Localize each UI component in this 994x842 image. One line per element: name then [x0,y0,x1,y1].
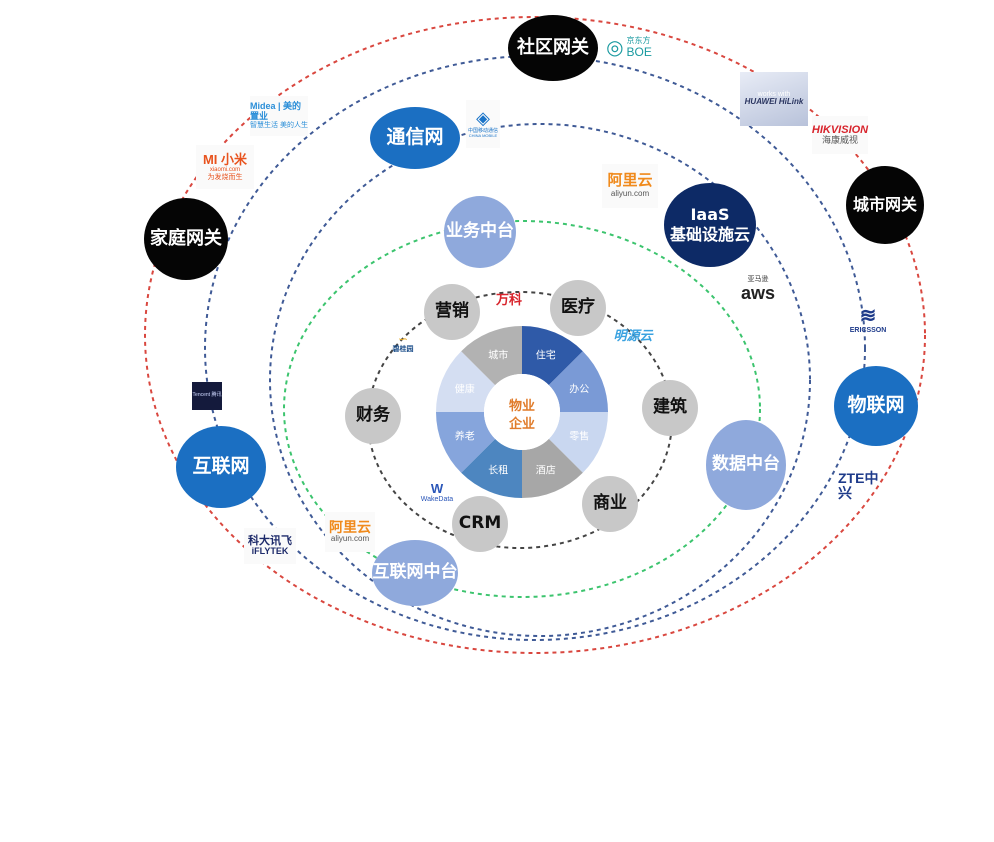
logo-vanke: 万科 [487,290,531,310]
aws-sub: 亚马逊 [747,276,769,284]
aws-main: aws [740,282,776,303]
logo-boe: ◎ 京东方 BOE [600,28,658,68]
zte-text: ZTE中兴 [838,469,879,501]
node-community-gateway[interactable]: 社区网关 [508,15,598,81]
logo-mingyuan-cloud: 明源云 [608,326,658,346]
node-construction[interactable]: 建筑 [642,380,698,436]
boe-text-group: 京东方 BOE [626,36,652,59]
logo-midea: Midea | 美的置业 智慧生活 美的人生 [250,96,308,136]
logo-aliyun-bottom: 阿里云 aliyun.com [325,512,375,552]
country-garden-mark-icon: ∽ [397,331,409,346]
aliyun-bottom-main: 阿里云 [329,518,371,535]
logo-zte: ZTE中兴 [838,470,888,501]
iflytek-en: iFLYTEK [251,546,289,557]
donut-segment-label: 办公 [569,382,589,395]
donut-segment-label: 住宅 [536,349,556,362]
xiaomi-main: MI 小米 [202,151,248,167]
aliyun-bottom-sub: aliyun.com [330,534,370,544]
hilink-sub: works with [757,90,791,98]
midea-sub: 智慧生活 美的人生 [250,122,308,130]
logo-wakedata: W WakeData [414,478,460,508]
infra-ring [269,123,811,637]
hikvision-cn: 海康威视 [821,135,858,146]
donut-segment-1 [548,351,608,412]
logo-country-garden: ∽ 碧桂园 [378,328,428,358]
node-medical[interactable]: 医疗 [550,280,606,336]
donut-segment-0 [522,326,583,386]
china-mobile-cn: 中国移动通信 [467,127,498,134]
logo-china-mobile: ◈ 中国移动通信 CHINA MOBILE [466,100,500,148]
donut-segment-4 [461,438,522,498]
xiaomi-slogan: 为发烧而生 [207,173,243,181]
hikvision-en: HIKVISION [811,124,869,136]
node-crm[interactable]: CRM [452,496,508,552]
node-business-platform[interactable]: 业务中台 [444,196,516,268]
node-city-gateway[interactable]: 城市网关 [846,166,924,244]
node-telecom-network[interactable]: 通信网 [370,107,460,169]
donut-segment-label: 长租 [488,463,508,476]
logo-huawei-hilink: works with HUAWEI HiLink [740,72,808,126]
iaas-sub-label: 基础设施云 [669,225,750,244]
xiaomi-url: xiaomi.com [209,167,241,173]
donut-segment-7 [461,326,522,386]
logo-mingyuan-text: 明源云 [613,327,653,343]
node-data-platform[interactable]: 数据中台 [706,420,786,510]
ericsson-mark-icon: ≋ [859,305,877,328]
donut-segment-6 [436,351,496,412]
boe-cn: 京东方 [626,36,651,45]
iflytek-cn: 科大讯飞 [248,535,292,547]
logo-vanke-text: 万科 [495,291,522,307]
wakedata-mark-icon: W [430,481,444,496]
ericsson-text: ERICSSON [849,327,887,335]
node-home-gateway[interactable]: 家庭网关 [144,198,228,280]
china-mobile-mark-icon: ◈ [476,108,490,129]
center-label-line1: 物业 [508,399,535,414]
china-mobile-en: CHINA MOBILE [468,133,498,139]
logo-ericsson: ≋ ERICSSON [849,296,887,344]
center-label-line2: 企业 [508,417,535,433]
hilink-main: HUAWEI HiLink [744,97,804,107]
logo-hikvision: HIKVISION 海康威视 [812,116,868,154]
node-internet[interactable]: 互联网 [176,426,266,508]
boe-en: BOE [626,44,652,59]
logo-aliyun-top: 阿里云 aliyun.com [602,164,658,208]
logo-country-garden-text: 碧桂园 [392,345,414,353]
donut-hole [484,374,560,450]
node-iaas-cloud[interactable]: IaaS 基础设施云 [664,183,756,267]
boe-mark-icon: ◎ [606,37,624,59]
donut-segment-2 [548,412,608,473]
logo-xiaomi: MI 小米 xiaomi.com 为发烧而生 [196,145,254,189]
tencent-text: Tencent 腾讯 [192,392,222,399]
logo-aws: 亚马逊 aws [736,272,780,308]
node-internet-platform[interactable]: 互联网中台 [372,540,458,606]
donut-segment-5 [436,412,496,473]
aliyun-top-sub: aliyun.com [610,188,650,198]
gateway-ring [144,16,926,654]
donut-segment-label: 健康 [455,382,475,395]
node-iot[interactable]: 物联网 [834,366,918,446]
node-commerce[interactable]: 商业 [582,476,638,532]
donut-segment-label: 零售 [569,430,589,443]
logo-wakedata-text: WakeData [420,496,454,504]
logo-tencent: Tencent 腾讯 [192,382,222,410]
aliyun-top-main: 阿里云 [607,172,653,190]
midea-main: Midea | 美的置业 [250,101,302,122]
logo-iflytek: 科大讯飞 iFLYTEK [244,528,296,564]
node-finance[interactable]: 财务 [345,388,401,444]
iaas-label: IaaS [690,205,730,224]
donut-segment-label: 养老 [455,430,475,443]
donut-segment-3 [522,438,583,498]
donut-segment-label: 酒店 [536,463,556,476]
node-marketing[interactable]: 营销 [424,284,480,340]
donut-segment-label: 城市 [488,349,508,362]
center-label: 物业 企业 [497,398,547,434]
platform-ring [283,220,761,598]
